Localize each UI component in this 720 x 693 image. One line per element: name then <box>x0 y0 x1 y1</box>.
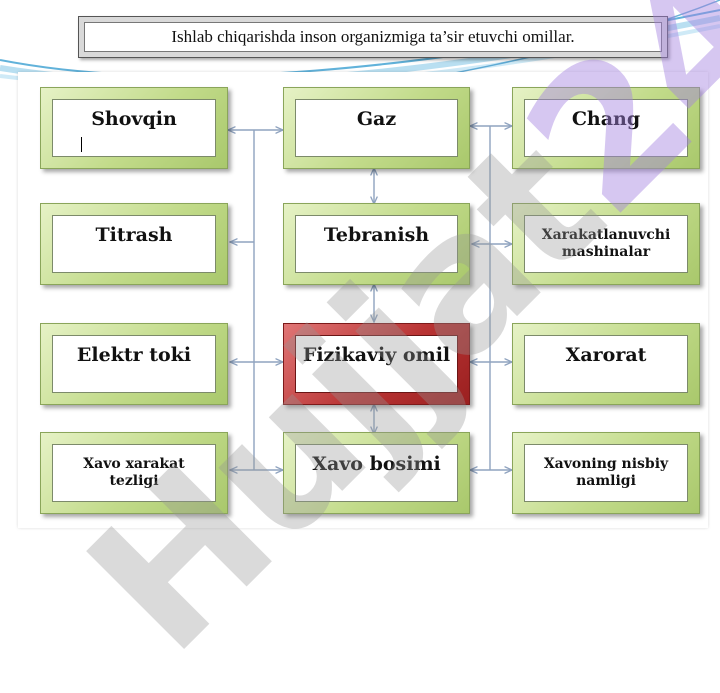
node-xarakatlanuvchi-mashinalar-label: Xarakatlanuvchi mashinalar <box>524 215 688 273</box>
node-xavo-bosimi: Xavo bosimi <box>283 432 470 514</box>
node-tebranish: Tebranish <box>283 203 470 285</box>
node-chang-label: Chang <box>524 99 688 157</box>
node-titrash: Titrash <box>40 203 228 285</box>
node-xavo-bosimi-label: Xavo bosimi <box>295 444 458 502</box>
node-elektr-toki: Elektr toki <box>40 323 228 405</box>
text-cursor <box>81 137 82 152</box>
node-xavoning-nisbiy-namligi: Xavoning nisbiy namligi <box>512 432 700 514</box>
slide-title-box: Ishlab chiqarishda inson organizmiga ta’… <box>78 16 668 58</box>
node-xarakatlanuvchi-mashinalar: Xarakatlanuvchi mashinalar <box>512 203 700 285</box>
node-xavo-xarakat-tezligi: Xavo xarakat tezligi <box>40 432 228 514</box>
node-xarorat: Xarorat <box>512 323 700 405</box>
node-elektr-toki-label: Elektr toki <box>52 335 216 393</box>
node-fizikaviy-omil-label: Fizikaviy omil <box>295 335 458 393</box>
node-gaz: Gaz <box>283 87 470 169</box>
connector-lines <box>0 0 720 540</box>
node-xavoning-nisbiy-namligi-label: Xavoning nisbiy namligi <box>524 444 688 502</box>
node-shovqin: Shovqin <box>40 87 228 169</box>
node-xarorat-label: Xarorat <box>524 335 688 393</box>
node-gaz-label: Gaz <box>295 99 458 157</box>
node-xavo-xarakat-tezligi-label: Xavo xarakat tezligi <box>52 444 216 502</box>
slide-title: Ishlab chiqarishda inson organizmiga ta’… <box>84 22 662 52</box>
node-fizikaviy-omil: Fizikaviy omil <box>283 323 470 405</box>
node-titrash-label: Titrash <box>52 215 216 273</box>
node-chang: Chang <box>512 87 700 169</box>
node-shovqin-label: Shovqin <box>52 99 216 157</box>
node-tebranish-label: Tebranish <box>295 215 458 273</box>
